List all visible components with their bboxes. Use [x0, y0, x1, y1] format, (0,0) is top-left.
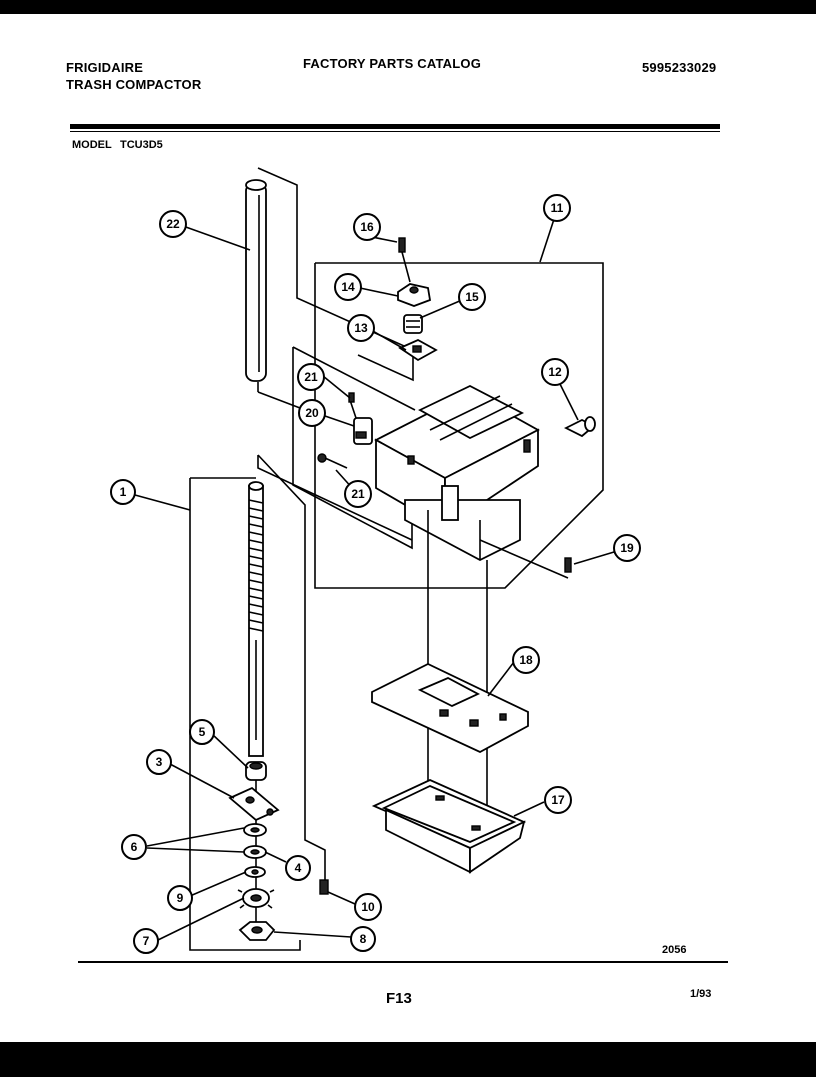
assembly-11-outline — [314, 262, 604, 589]
callout-15: 15 — [458, 283, 486, 311]
svg-text:1: 1 — [120, 485, 127, 499]
svg-text:15: 15 — [465, 290, 479, 304]
callout-19: 19 — [613, 534, 641, 562]
svg-text:18: 18 — [519, 653, 533, 667]
part-3-bracket — [228, 786, 280, 822]
part-15-cap — [403, 314, 423, 334]
leader-lines — [134, 209, 615, 941]
svg-text:4: 4 — [295, 861, 302, 875]
part-10-screw — [319, 879, 329, 895]
callout-11: 11 — [543, 194, 571, 222]
drawing-number: 2056 — [662, 944, 687, 956]
svg-text:22: 22 — [166, 217, 180, 231]
model-number: TCU3D5 — [120, 139, 163, 151]
brand-name: FRIGIDAIRE — [66, 60, 144, 75]
callout-9: 9 — [167, 885, 193, 911]
part-14-actuator — [397, 283, 432, 307]
callout-13: 13 — [347, 314, 375, 342]
svg-text:5: 5 — [199, 725, 206, 739]
callout-6: 6 — [121, 834, 147, 860]
svg-text:3: 3 — [156, 755, 163, 769]
threaded-rod — [248, 481, 264, 757]
part-12-screw — [563, 416, 596, 438]
part-5-nut — [245, 761, 267, 781]
callout-7: 7 — [133, 928, 159, 954]
callout-12: 12 — [541, 358, 569, 386]
svg-text:14: 14 — [341, 280, 355, 294]
part-13-plate — [398, 338, 438, 362]
dashline-22 — [257, 167, 414, 382]
svg-text:16: 16 — [360, 220, 374, 234]
dashline-10 — [257, 454, 326, 882]
dashline-20 — [292, 347, 413, 550]
part-18-plate — [371, 662, 529, 754]
part-22-tube — [245, 179, 267, 382]
callout-17: 17 — [544, 786, 572, 814]
callout-14: 14 — [334, 273, 362, 301]
svg-text:20: 20 — [305, 406, 319, 420]
svg-text:17: 17 — [551, 793, 565, 807]
page-code: F13 — [386, 990, 412, 1007]
callout-21-lower: 21 — [344, 480, 372, 508]
product-name: TRASH COMPACTOR — [66, 77, 202, 92]
scan-border-bottom — [0, 1042, 816, 1077]
callout-10: 10 — [354, 893, 382, 921]
svg-text:19: 19 — [620, 541, 634, 555]
assembly-1-outline — [189, 478, 301, 951]
callout-3: 3 — [146, 749, 172, 775]
svg-text:13: 13 — [354, 321, 368, 335]
dashline-21 — [257, 455, 413, 541]
callout-21-upper: 21 — [297, 363, 325, 391]
part-9-washer — [244, 866, 266, 878]
svg-text:12: 12 — [548, 365, 562, 379]
footer-rule — [78, 961, 728, 963]
model-label: MODEL — [72, 139, 112, 151]
callout-20: 20 — [298, 399, 326, 427]
revision-date: 1/93 — [690, 988, 712, 1000]
scan-border-top — [0, 0, 816, 14]
svg-text:11: 11 — [551, 201, 564, 215]
part-17-tray — [371, 779, 527, 874]
part-21-screw — [317, 453, 348, 469]
callout-1: 1 — [110, 479, 136, 505]
svg-text:8: 8 — [360, 932, 367, 946]
callout-22: 22 — [159, 210, 187, 238]
svg-text:10: 10 — [361, 900, 375, 914]
catalog-number: 5995233029 — [642, 60, 717, 75]
svg-text:21: 21 — [351, 487, 365, 501]
dashline-19 — [479, 539, 569, 579]
header-rule-thick — [70, 124, 720, 129]
part-8-hexnut — [238, 921, 276, 941]
part-16-screw — [398, 237, 411, 283]
svg-text:9: 9 — [177, 891, 184, 905]
part-20-switch — [348, 392, 373, 445]
part-6-washers — [243, 823, 267, 859]
header-rule-thin — [70, 131, 720, 132]
callout-18: 18 — [512, 646, 540, 674]
callout-5: 5 — [189, 719, 215, 745]
callout-16: 16 — [353, 213, 381, 241]
part-7-sprocket — [237, 888, 275, 909]
svg-text:21: 21 — [304, 370, 318, 384]
svg-text:6: 6 — [131, 840, 138, 854]
svg-text:7: 7 — [143, 934, 150, 948]
callout-8: 8 — [350, 926, 376, 952]
part-19-screw — [564, 557, 572, 573]
callout-4: 4 — [285, 855, 311, 881]
dashline-20b — [292, 346, 416, 411]
catalog-title: FACTORY PARTS CATALOG — [303, 56, 482, 71]
